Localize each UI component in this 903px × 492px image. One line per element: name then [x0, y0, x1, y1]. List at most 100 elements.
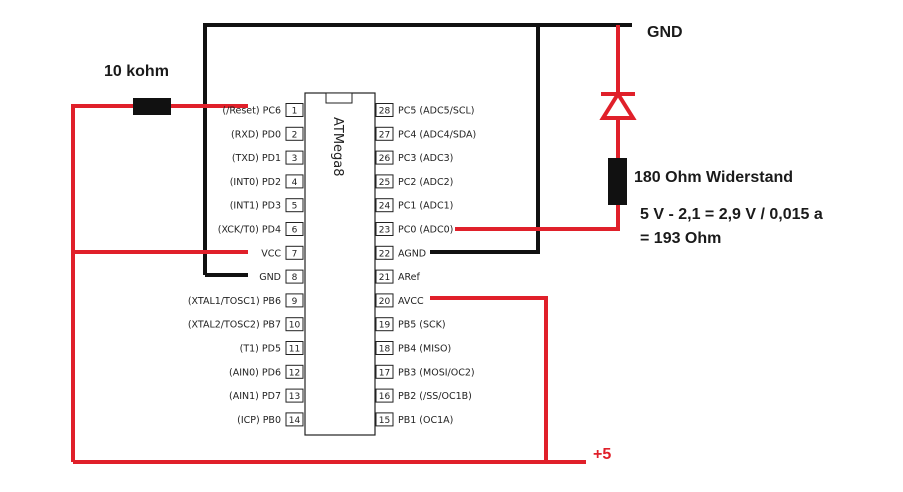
pin-number: 20 [379, 297, 391, 307]
pin-label: PC5 (ADC5/SCL) [398, 106, 475, 117]
agnd-wire [430, 25, 540, 254]
pin-box [375, 198, 394, 213]
pin-box [285, 174, 304, 189]
pin-box [375, 317, 394, 332]
pin-number: 11 [289, 345, 300, 355]
pin-number: 22 [379, 249, 390, 259]
pin-label: (TXD) PD1 [232, 153, 281, 164]
pin-box [375, 412, 394, 427]
pin-row-left: 2(RXD) PD0 [231, 126, 304, 141]
pin-label: (XTAL2/TOSC2) PB7 [188, 320, 281, 331]
pin-row-left: 14(ICP) PB0 [237, 412, 304, 427]
pin-box [285, 198, 304, 213]
pin-label: PC2 (ADC2) [398, 177, 453, 188]
pin-box [285, 317, 304, 332]
pin-row-left: 9(XTAL1/TOSC1) PB6 [188, 293, 304, 308]
pin-number: 19 [379, 321, 391, 331]
pin-row-left: 8 GND [259, 269, 304, 284]
red-wires [71, 25, 620, 464]
pin-box [375, 293, 394, 308]
pin-row-right: 15 PB1 (OC1A) [375, 412, 453, 427]
led-triangle [599, 90, 637, 120]
pin-box [285, 126, 304, 141]
pin-box [285, 245, 304, 260]
pin-box [285, 269, 304, 284]
plus5-label: +5 [593, 446, 611, 463]
pin-box [285, 388, 304, 403]
pin-number: 17 [379, 368, 390, 378]
pin-number: 5 [292, 202, 298, 212]
pin-label: (XTAL1/TOSC1) PB6 [188, 296, 281, 307]
pin-row-left: 4(INT0) PD2 [230, 174, 304, 189]
calc-line-2: = 193 Ohm [640, 230, 721, 247]
pin-label: (XCK/T0) PD4 [218, 225, 281, 236]
pin-number: 10 [289, 321, 301, 331]
pin-label: PB3 (MOSI/OC2) [398, 367, 475, 378]
pin-label: (AIN1) PD7 [229, 391, 281, 402]
pin-label: PB4 (MISO) [398, 344, 451, 355]
gnd-wires [203, 23, 632, 277]
pin-label: VCC [261, 248, 281, 259]
pin-box [375, 174, 394, 189]
pin-number: 3 [292, 154, 298, 164]
pin-row-left: 6 (XCK/T0) PD4 [218, 222, 304, 236]
reset-wire-left [71, 104, 135, 462]
pin-row-left: 11(T1) PD5 [240, 341, 304, 355]
pin-label: PB5 (SCK) [398, 320, 446, 331]
pin-box [375, 364, 394, 379]
pin-number: 8 [292, 273, 298, 283]
pin-label: PC0 (ADC0) [398, 225, 453, 236]
resistor-10k-label: 10 kohm [104, 63, 169, 80]
pin-row-left: 5 (INT1) PD3 [230, 198, 304, 213]
gnd-label: GND [647, 24, 683, 41]
pin-number: 1 [292, 107, 298, 117]
pin-number: 6 [292, 226, 298, 236]
pin-label: GND [259, 272, 281, 283]
pin-label: PC4 (ADC4/SDA) [398, 129, 476, 140]
pin-label: (ICP) PB0 [237, 415, 281, 426]
pin-label: (INT1) PD3 [230, 201, 281, 212]
pin-box [375, 245, 394, 260]
pin-number: 18 [379, 345, 391, 355]
pin-label: PC3 (ADC3) [398, 153, 453, 164]
pin-number: 12 [289, 368, 300, 378]
resistor-180-label: 180 Ohm Widerstand [634, 169, 793, 186]
pin-row-right: 18 PB4 (MISO) [375, 341, 451, 355]
pin-box [285, 103, 304, 117]
avcc-wire [430, 296, 548, 462]
chip-pins: 1(/Reset) PC6 2(RXD) PD0 3 (TXD) PD1 4(INT0)… [188, 103, 476, 427]
pin-box [285, 412, 304, 427]
pin-label: PB1 (OC1A) [398, 415, 453, 426]
pin-number: 24 [379, 202, 391, 212]
pin-label: PB2 (/SS/OC1B) [398, 391, 472, 402]
pin-row-left: 7 VCC [261, 245, 304, 260]
pin-row-left: 1(/Reset) PC6 [222, 103, 304, 117]
chip-notch [325, 92, 353, 104]
pin-box [375, 150, 394, 165]
pin-number: 2 [292, 130, 298, 140]
pin-label: AVCC [398, 296, 424, 307]
pin-label: AGND [398, 248, 426, 259]
resistor-10k [133, 98, 171, 115]
pin-box [285, 150, 304, 165]
atmega8-chip: ATMega8 [304, 92, 376, 436]
pin-label: (INT0) PD2 [230, 177, 281, 188]
pin-box [285, 364, 304, 379]
pin-box [375, 126, 394, 141]
pin-number: 7 [292, 249, 298, 259]
pin-label: ARef [398, 272, 421, 283]
pin-row-right: 20 AVCC [375, 293, 424, 308]
pin-box [375, 222, 394, 236]
pin-number: 15 [379, 416, 390, 426]
pin-label: (AIN0) PD6 [229, 367, 281, 378]
pin-row-left: 13(AIN1) PD7 [229, 388, 304, 403]
